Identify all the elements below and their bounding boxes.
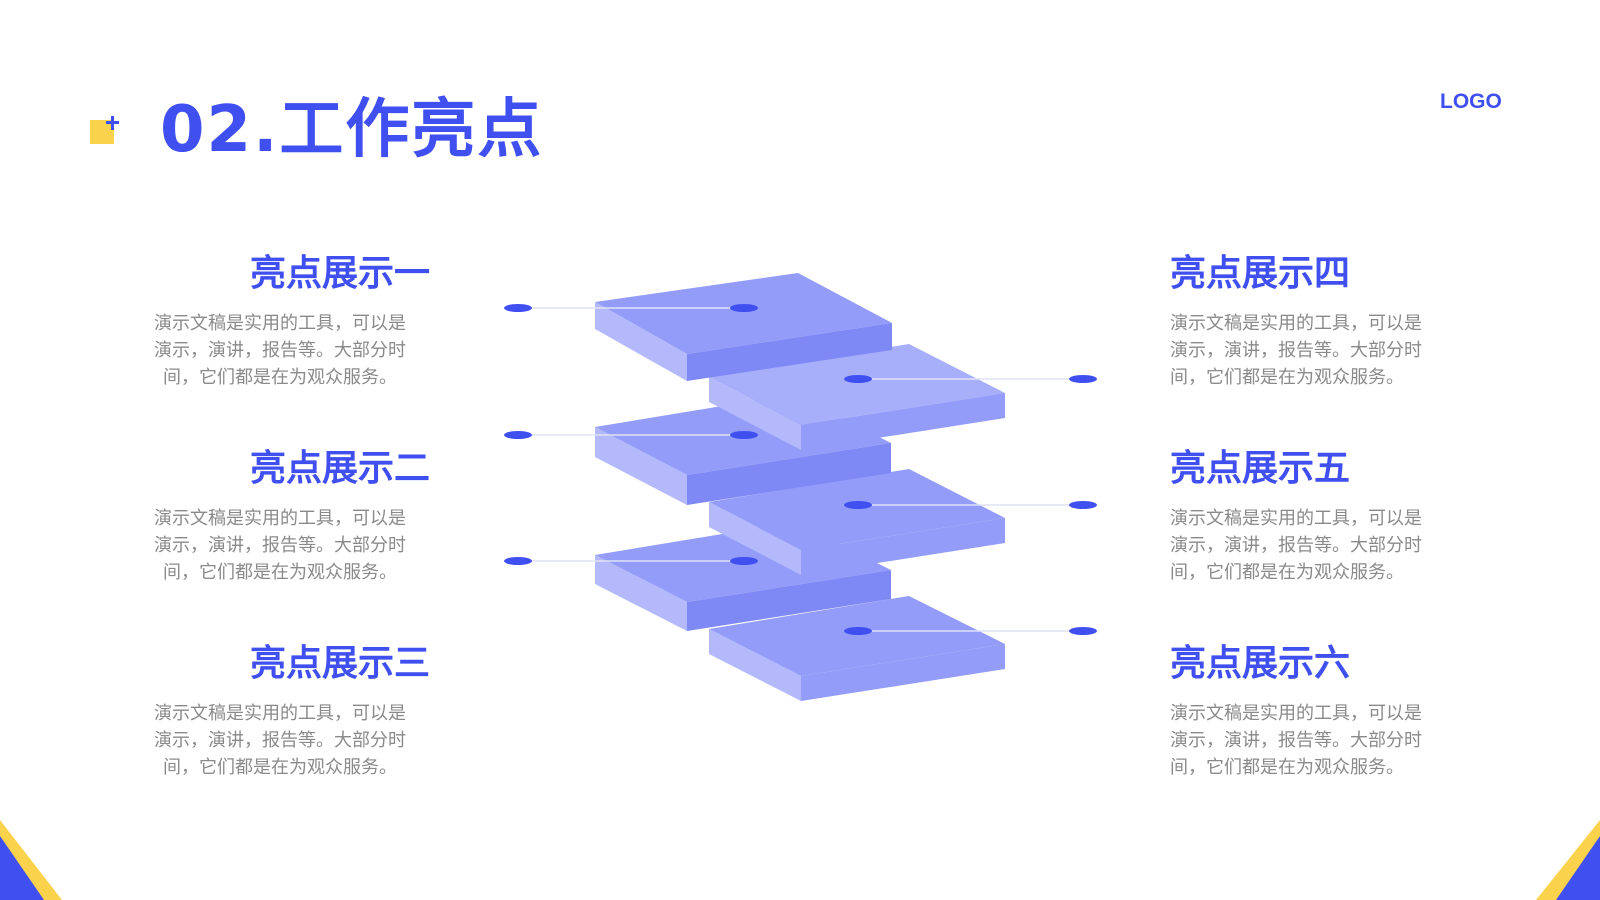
desc-line: 演示，演讲，报告等。大部分时 <box>154 730 406 751</box>
highlight-title: 亮点展示二 <box>249 448 430 489</box>
desc-line: 演示，演讲，报告等。大部分时 <box>1170 730 1422 751</box>
desc-line: 间，它们都是在为观众服务。 <box>163 757 397 778</box>
desc-line: 演示文稿是实用的工具，可以是 <box>154 508 406 529</box>
highlight-description: 演示文稿是实用的工具，可以是 演示，演讲，报告等。大部分时 间，它们都是在为观众… <box>1170 700 1470 781</box>
desc-line: 间，它们都是在为观众服务。 <box>1170 757 1404 778</box>
connector-3 <box>504 557 758 565</box>
page-title: 02.工作亮点 <box>160 93 544 167</box>
highlight-description: 演示文稿是实用的工具，可以是 演示，演讲，报告等。大部分时 间，它们都是在为观众… <box>130 505 430 586</box>
desc-line: 间，它们都是在为观众服务。 <box>1170 562 1404 583</box>
desc-line: 演示，演讲，报告等。大部分时 <box>154 340 406 361</box>
desc-line: 演示，演讲，报告等。大部分时 <box>1170 535 1422 556</box>
highlight-title: 亮点展示六 <box>1170 643 1351 684</box>
highlight-item-1: 亮点展示一 演示文稿是实用的工具，可以是 演示，演讲，报告等。大部分时 间，它们… <box>130 248 430 391</box>
highlight-title: 亮点展示一 <box>249 253 430 294</box>
desc-line: 间，它们都是在为观众服务。 <box>163 367 397 388</box>
block-5 <box>709 469 1005 575</box>
desc-line: 演示文稿是实用的工具，可以是 <box>154 313 406 334</box>
connector-2 <box>504 431 758 439</box>
highlight-item-5: 亮点展示五 演示文稿是实用的工具，可以是 演示，演讲，报告等。大部分时 间，它们… <box>1170 443 1470 586</box>
desc-line: 演示，演讲，报告等。大部分时 <box>1170 340 1422 361</box>
highlight-description: 演示文稿是实用的工具，可以是 演示，演讲，报告等。大部分时 间，它们都是在为观众… <box>1170 505 1470 586</box>
desc-line: 演示文稿是实用的工具，可以是 <box>1170 508 1422 529</box>
title-square-icon <box>90 116 119 144</box>
connector-4 <box>844 375 1097 383</box>
connector-5 <box>844 501 1097 509</box>
highlight-item-2: 亮点展示二 演示文稿是实用的工具，可以是 演示，演讲，报告等。大部分时 间，它们… <box>130 443 430 586</box>
desc-line: 演示文稿是实用的工具，可以是 <box>1170 313 1422 334</box>
connector-1 <box>504 304 758 312</box>
highlight-item-6: 亮点展示六 演示文稿是实用的工具，可以是 演示，演讲，报告等。大部分时 间，它们… <box>1170 638 1470 781</box>
highlight-description: 演示文稿是实用的工具，可以是 演示，演讲，报告等。大部分时 间，它们都是在为观众… <box>130 700 430 781</box>
logo: LOGO <box>1440 90 1502 113</box>
block-1 <box>595 273 892 381</box>
block-6 <box>709 596 1005 701</box>
highlight-description: 演示文稿是实用的工具，可以是 演示，演讲，报告等。大部分时 间，它们都是在为观众… <box>1170 310 1470 391</box>
desc-line: 间，它们都是在为观众服务。 <box>163 562 397 583</box>
block-4 <box>709 344 1005 450</box>
highlight-item-4: 亮点展示四 演示文稿是实用的工具，可以是 演示，演讲，报告等。大部分时 间，它们… <box>1170 248 1470 391</box>
desc-line: 间，它们都是在为观众服务。 <box>1170 367 1404 388</box>
highlight-title: 亮点展示四 <box>1170 253 1351 294</box>
connector-6 <box>844 627 1097 635</box>
highlight-item-3: 亮点展示三 演示文稿是实用的工具，可以是 演示，演讲，报告等。大部分时 间，它们… <box>130 638 430 781</box>
highlight-title: 亮点展示五 <box>1170 448 1351 489</box>
highlight-title: 亮点展示三 <box>249 643 430 684</box>
desc-line: 演示，演讲，报告等。大部分时 <box>154 535 406 556</box>
desc-line: 演示文稿是实用的工具，可以是 <box>154 703 406 724</box>
highlight-description: 演示文稿是实用的工具，可以是 演示，演讲，报告等。大部分时 间，它们都是在为观众… <box>130 310 430 391</box>
desc-line: 演示文稿是实用的工具，可以是 <box>1170 703 1422 724</box>
